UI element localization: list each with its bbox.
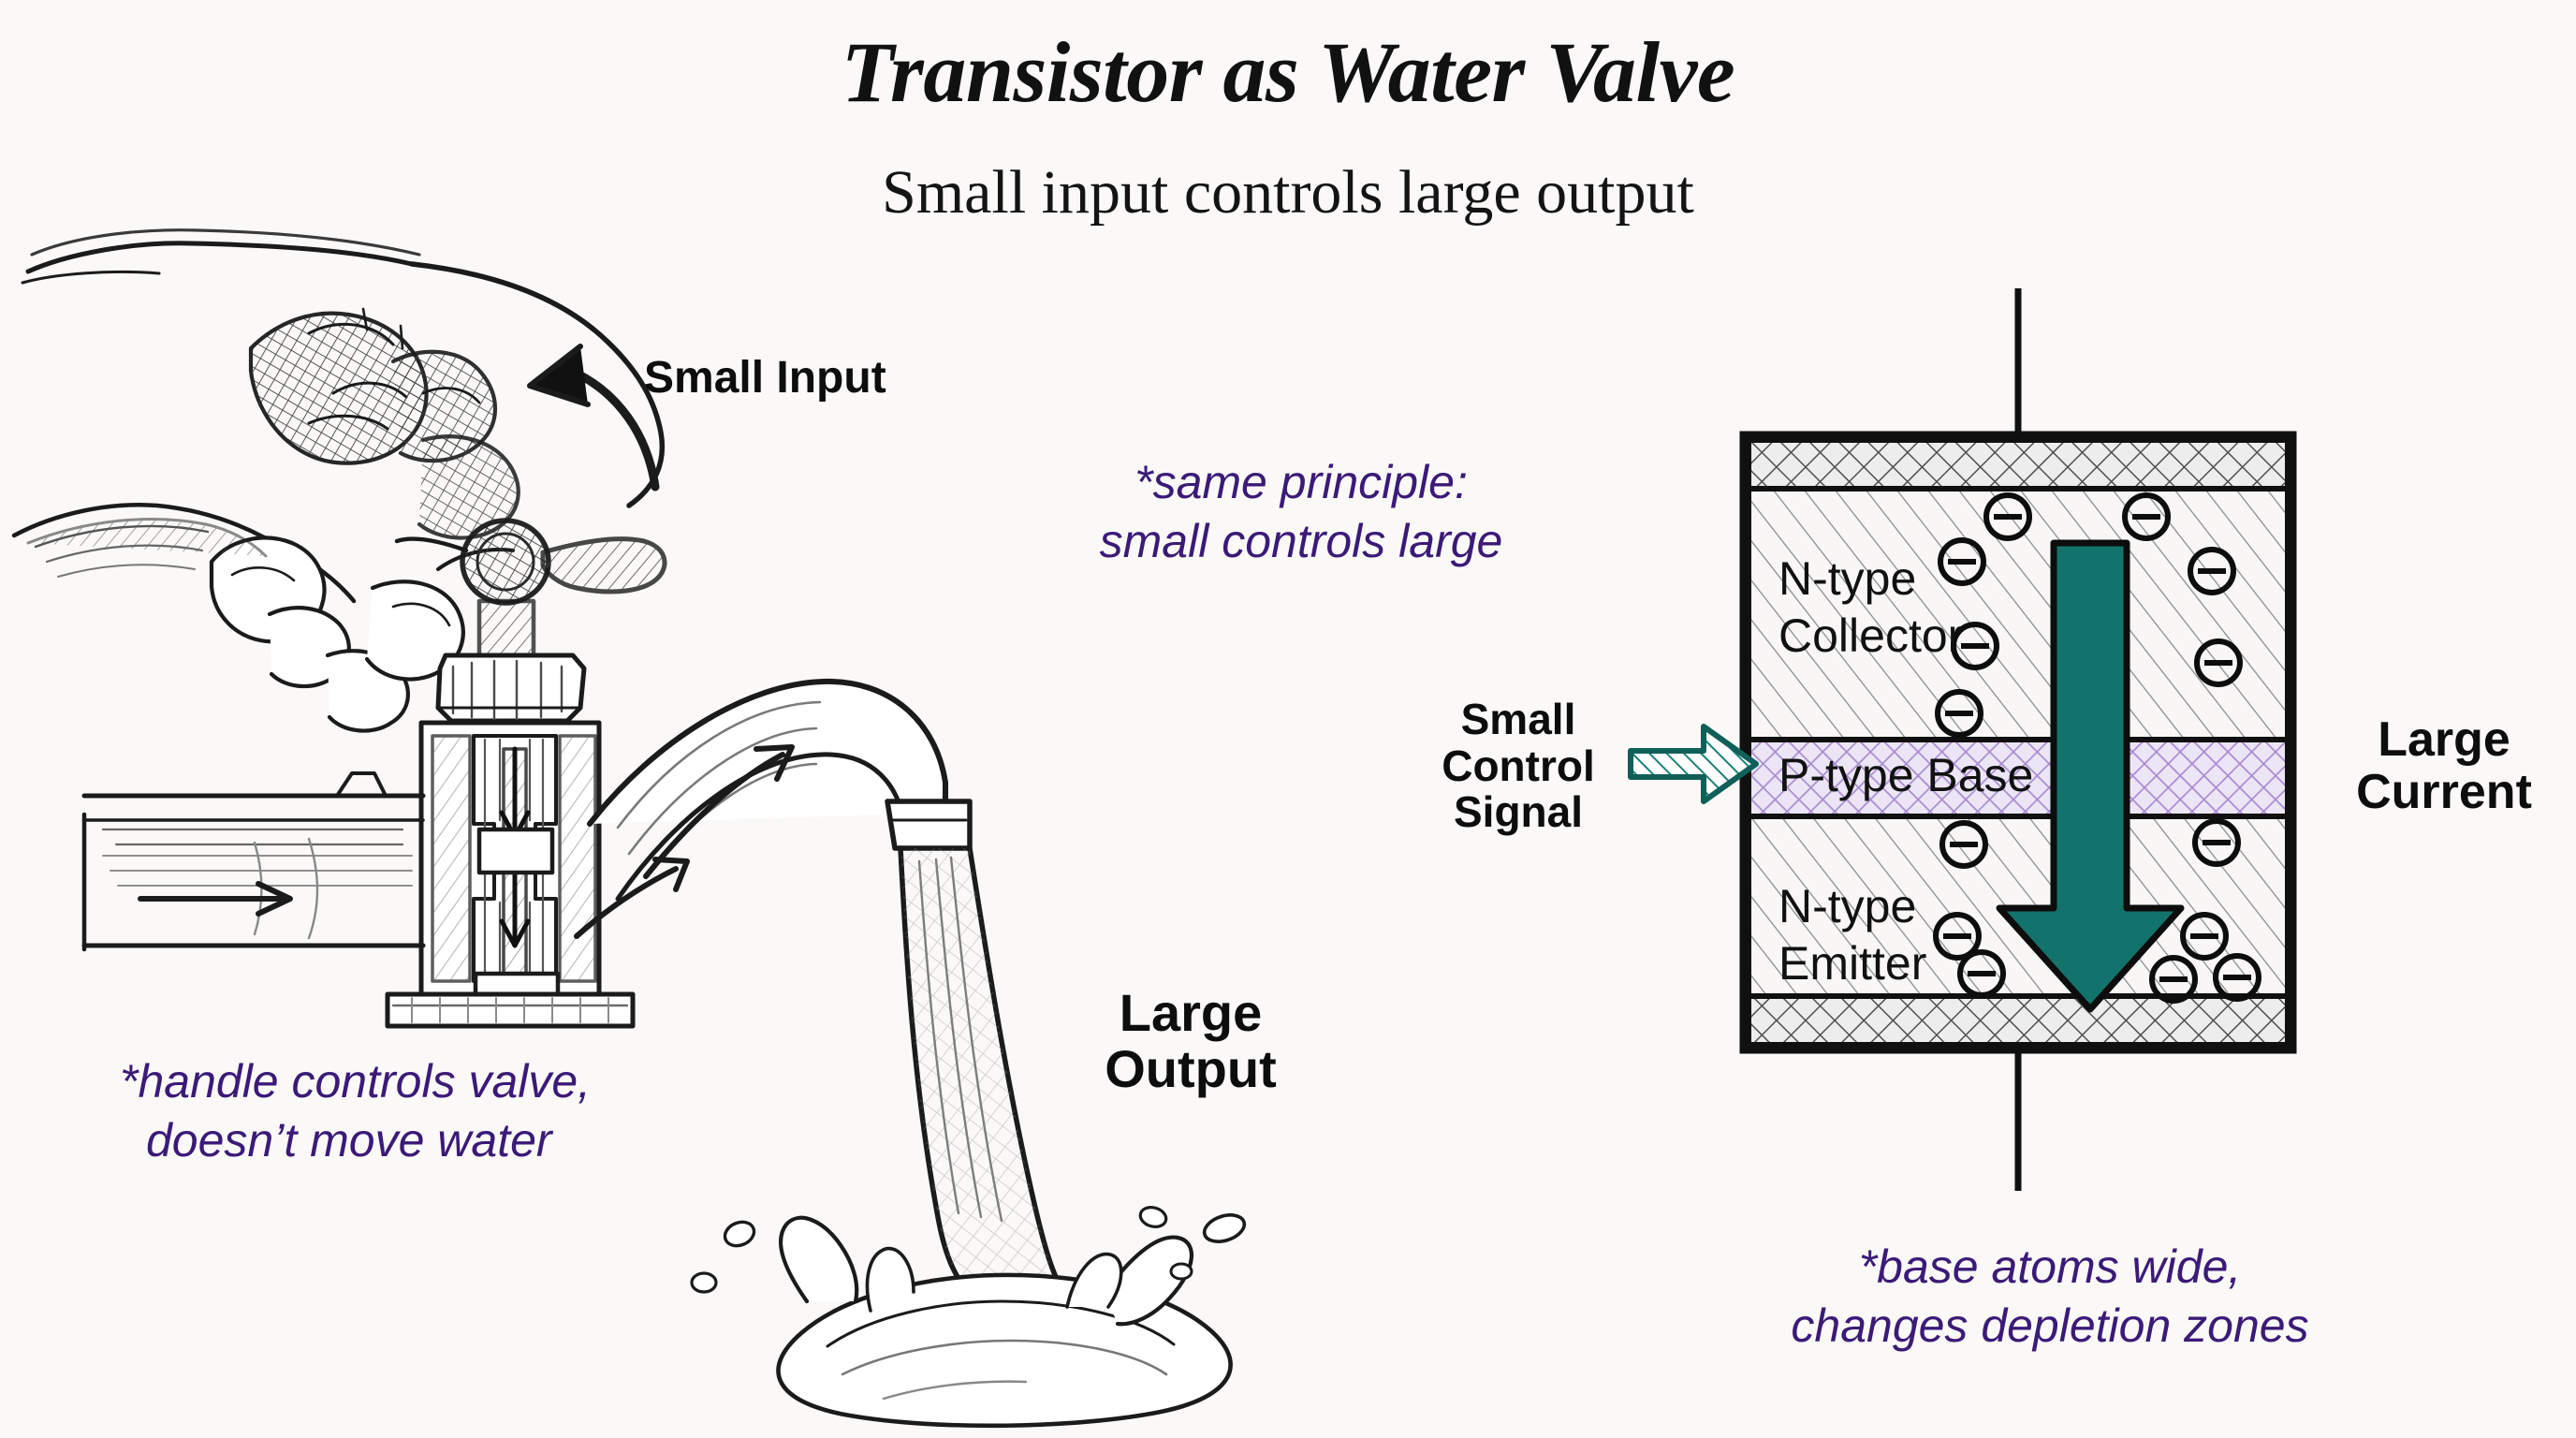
page-subtitle: Small input controls large output	[882, 158, 1694, 227]
label-large-current: Large Current	[2356, 712, 2532, 820]
small-control-arrow	[1628, 724, 1759, 804]
emitter-contact	[1746, 993, 2291, 1048]
note-base-atoms-wide: *base atoms wide, changes depletion zone…	[1791, 1240, 2309, 1352]
note-same-principle: *same principle: small controls large	[1099, 456, 1503, 567]
transistor-body	[1628, 288, 2297, 1191]
faucet-hand-sketch	[11, 228, 1247, 1429]
label-large-output: Large Output	[1105, 983, 1277, 1099]
electron-group	[1933, 492, 2261, 1004]
page-title: Transistor as Water Valve	[841, 24, 1735, 120]
note-handle-controls-valve: *handle controls valve, doesn’t move wat…	[120, 1055, 592, 1167]
layer-label-emitter: N-type Emitter	[1778, 880, 1927, 990]
label-small-input: Small Input	[644, 353, 886, 403]
layer-label-collector: N-type Collector	[1778, 552, 1964, 662]
collector-contact	[1746, 437, 2291, 492]
layer-label-base: P-type Base	[1778, 749, 2034, 801]
label-small-control-signal: Small Control Signal	[1442, 695, 1595, 837]
